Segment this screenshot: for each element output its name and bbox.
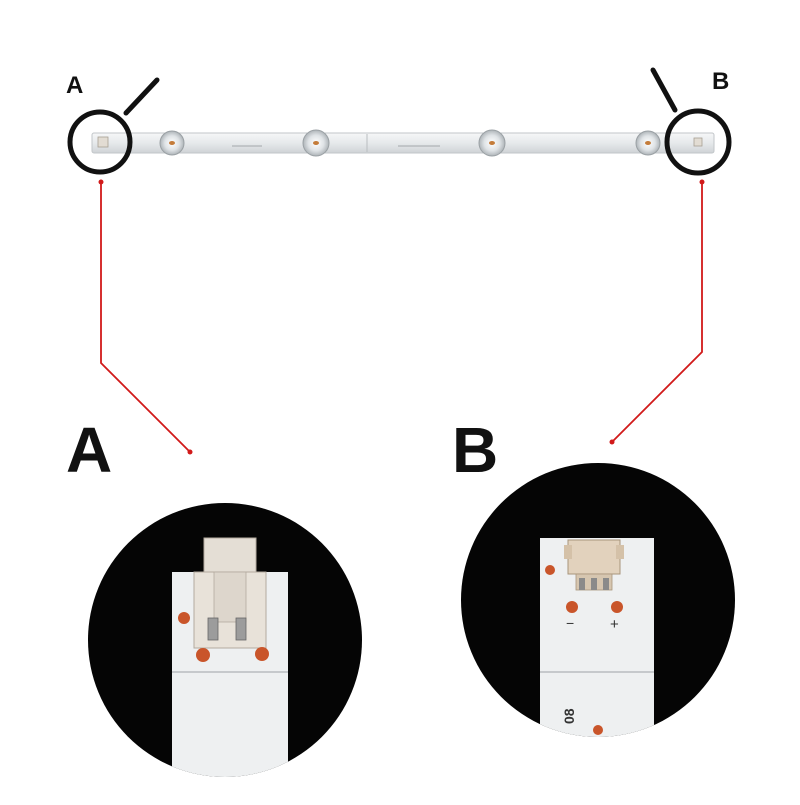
- led-strip: [91, 129, 715, 157]
- detail-a: [88, 503, 362, 777]
- solder-pad: [593, 725, 603, 735]
- detail-b: − + 08: [461, 463, 735, 737]
- led-lens: [635, 130, 661, 156]
- detail-b-title: B: [452, 414, 499, 486]
- leader-line-b: [609, 179, 705, 445]
- callout-a-label: A: [66, 72, 84, 99]
- detail-a-title: A: [66, 414, 113, 486]
- detail-b-minus-sign: −: [566, 615, 574, 631]
- solder-pad: [178, 612, 190, 624]
- leader-line-a: [98, 179, 193, 455]
- connector-a-mini: [97, 136, 109, 148]
- callout-b-label: B: [712, 68, 730, 95]
- solder-pad: [611, 601, 623, 613]
- led-lens: [159, 130, 185, 156]
- detail-a-connector: [193, 537, 267, 649]
- led-lens: [478, 129, 506, 157]
- detail-b-connector: [564, 539, 624, 591]
- solder-pad: [545, 565, 555, 575]
- led-lens: [302, 129, 330, 157]
- solder-pad: [255, 647, 269, 661]
- detail-b-strip-code: 08: [561, 708, 577, 724]
- solder-pad: [196, 648, 210, 662]
- magnifier-b-icon: [650, 67, 732, 176]
- connector-b-mini: [693, 137, 703, 147]
- strip-body: [91, 132, 715, 154]
- solder-pad: [566, 601, 578, 613]
- detail-b-plus-sign: +: [610, 616, 619, 633]
- magnifier-a-icon: [67, 77, 160, 175]
